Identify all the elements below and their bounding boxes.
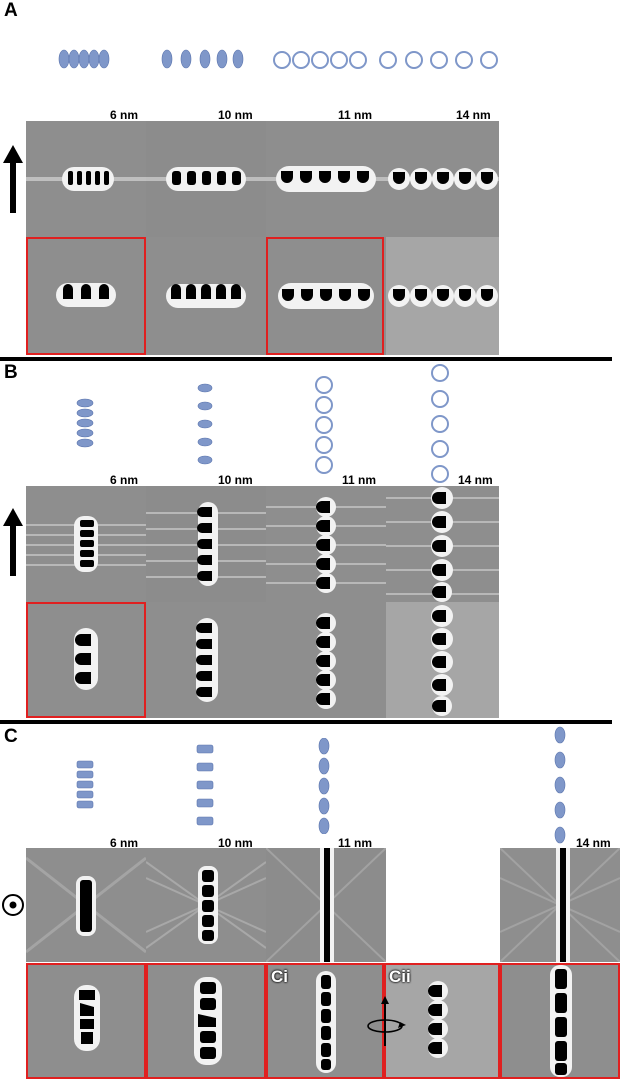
image-tile-c-row2-14nm [500,963,620,1079]
image-tile-c-row1-10nm [146,848,266,962]
image-tile-c-row1-6nm [26,848,146,962]
image-tile-a-row1-11nm [266,121,386,237]
molecule-cluster-a-10nm [160,48,250,75]
image-tile-c-row2-10nm [146,963,266,1079]
image-tile-a-row2-11nm [266,237,386,355]
image-tile-b-row2-11nm [266,602,386,718]
molecule-cluster-c-10nm [196,744,214,833]
spacing-label-a-14nm: 14 nm [456,108,491,122]
image-tile-a-row2-14nm [386,237,499,355]
divider-a-b [0,357,612,361]
spacing-label-a-10nm: 10 nm [218,108,253,122]
sublabel-cii: Cii [389,967,411,986]
spacing-label-c-11nm: 11 nm [338,836,373,850]
image-tile-b-row1-10nm [146,486,266,602]
panel-label-c: C [4,726,18,747]
molecule-cluster-b-10nm [196,382,214,473]
image-tile-a-row2-6nm [26,237,146,355]
panel-label-b: B [4,362,18,383]
image-tile-b-row2-6nm [26,602,146,718]
molecule-cluster-b-14nm [430,364,450,489]
molecule-cluster-a-14nm [378,48,502,77]
image-tile-c-row2-cii [384,963,500,1079]
spacing-label-c-14nm: 14 nm [576,836,611,850]
image-tile-a-row1-14nm [386,121,499,237]
sublabel-ci: Ci [271,967,288,986]
image-tile-a-row2-10nm [146,237,266,355]
molecule-cluster-c-6nm [76,760,94,815]
out-of-plane-dot-icon [1,893,25,922]
spacing-label-a-6nm: 6 nm [110,108,139,122]
image-tile-a-row1-10nm [146,121,266,237]
up-arrow-icon [2,145,24,218]
image-tile-b-row1-6nm [26,486,146,602]
spacing-label-c-6nm: 6 nm [110,836,139,850]
spacing-label-b-14nm: 14 nm [458,473,493,487]
image-tile-c-row1-11nm [266,848,386,962]
image-tile-b-row2-14nm [386,602,499,718]
image-tile-b-row1-14nm [386,486,499,602]
divider-b-c [0,720,612,724]
image-tile-a-row1-6nm [26,121,146,237]
rotation-axis-icon [362,996,408,1053]
molecule-cluster-c-14nm [552,726,568,851]
spacing-label-b-10nm: 10 nm [218,473,253,487]
image-tile-b-row2-10nm [146,602,266,718]
spacing-label-c-10nm: 10 nm [218,836,253,850]
image-tile-c-row2-ci [266,963,384,1079]
molecule-cluster-b-6nm [76,398,94,455]
panel-label-a: A [4,0,18,21]
molecule-cluster-b-11nm [314,376,334,479]
up-arrow-icon [2,508,24,581]
spacing-label-a-11nm: 11 nm [338,108,373,122]
image-tile-c-row2-6nm [26,963,146,1079]
spacing-label-b-11nm: 11 nm [342,473,377,487]
spacing-label-b-6nm: 6 nm [110,473,139,487]
molecule-cluster-a-11nm [272,48,372,77]
image-tile-b-row1-11nm [266,486,386,602]
molecule-cluster-c-11nm [316,737,332,839]
image-tile-c-row1-14nm [500,848,620,962]
molecule-cluster-a-6nm [58,48,118,75]
